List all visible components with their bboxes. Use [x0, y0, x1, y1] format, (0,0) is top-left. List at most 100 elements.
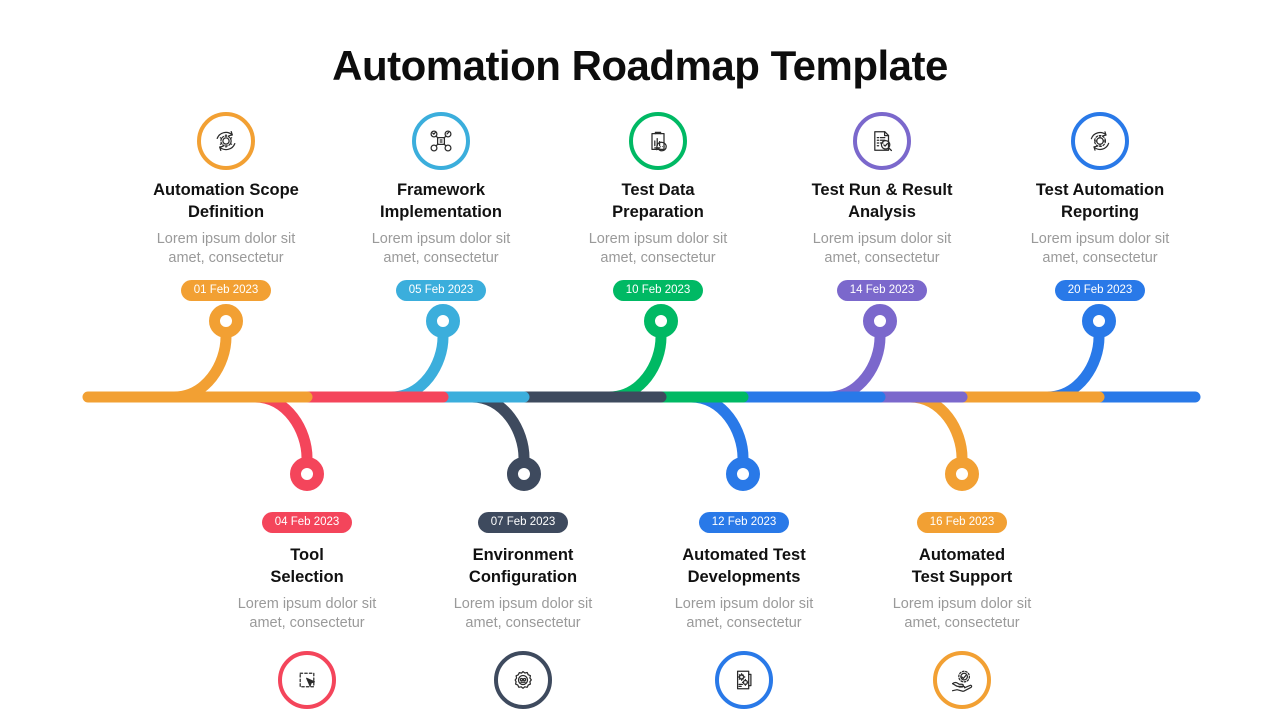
timeline-ring-automation-scope-definition[interactable]	[209, 304, 243, 338]
timeline-segment-test-run-result-analysis	[737, 331, 886, 403]
hand-gear-icon	[947, 665, 977, 695]
timeline-ring-automated-test-developments[interactable]	[726, 457, 760, 491]
milestone-sub-line: amet, consectetur	[465, 615, 581, 632]
milestone-sub-line: amet, consectetur	[904, 615, 1020, 632]
timeline-segment-test-data-preparation	[518, 331, 667, 403]
timeline-ring-test-automation-reporting[interactable]	[1082, 304, 1116, 338]
gear-refresh-icon	[211, 126, 241, 156]
milestone-date-badge[interactable]: 10 Feb 2023	[612, 279, 704, 302]
page-title: Automation Roadmap Template	[332, 42, 948, 89]
timeline-ring-environment-configuration[interactable]	[507, 457, 541, 491]
framework-network-icon	[426, 126, 456, 156]
milestone-sub-line: amet, consectetur	[168, 249, 284, 266]
milestone-heading-line: Test Automation	[1035, 181, 1165, 199]
timeline-ring-test-run-result-analysis[interactable]	[863, 304, 897, 338]
milestone-icon-circle[interactable]	[197, 112, 255, 170]
milestone-heading-line: Implementation	[380, 202, 502, 221]
document-magnifier-icon	[867, 126, 897, 156]
milestone-icon-circle[interactable]	[494, 651, 552, 710]
milestone-date-badge[interactable]: 01 Feb 2023	[180, 279, 272, 302]
milestone-date-badge[interactable]: 16 Feb 2023	[916, 512, 1008, 534]
milestone-icon-circle[interactable]	[853, 112, 911, 170]
milestone-heading-line: Automated	[918, 546, 1006, 565]
clipboard-chart-icon	[643, 126, 673, 156]
milestone-date-row: 07 Feb 2023	[413, 512, 633, 534]
milestone-sub-line: Lorem ipsum dolor sit	[892, 595, 1032, 612]
milestone-sub-line: amet, consectetur	[1042, 249, 1158, 266]
milestone-heading-line: Preparation	[612, 202, 704, 221]
milestone-icon-circle[interactable]	[412, 112, 470, 170]
milestone-sub-line: Lorem ipsum dolor sit	[453, 595, 593, 612]
milestone-sub-line: Lorem ipsum dolor sit	[674, 595, 814, 612]
milestone-date-row: 05 Feb 2023	[331, 279, 551, 302]
timeline-ring-framework-implementation[interactable]	[426, 304, 460, 338]
milestone-description: Lorem ipsum dolor sit amet, consectetur	[413, 595, 633, 633]
milestone-date-row: 20 Feb 2023	[990, 279, 1210, 302]
milestone-sub-line: amet, consectetur	[686, 615, 802, 632]
timeline-ring-automated-test-support[interactable]	[945, 457, 979, 491]
milestone-date-badge[interactable]: 12 Feb 2023	[698, 512, 790, 534]
milestone-icon-circle[interactable]	[278, 651, 336, 710]
timeline-segment-test-automation-reporting	[956, 331, 1105, 403]
timeline-segment-automation-scope-definition	[82, 331, 232, 403]
milestone-heading-line: Environment	[472, 546, 574, 565]
milestone-date-badge[interactable]: 04 Feb 2023	[261, 512, 353, 534]
milestone-heading-line: Test Data	[621, 181, 695, 199]
milestone-date-badge[interactable]: 14 Feb 2023	[836, 279, 928, 302]
milestone-sub-line: Lorem ipsum dolor sit	[588, 230, 728, 247]
milestone-heading-line: Definition	[187, 202, 265, 221]
milestone-sub-line: amet, consectetur	[383, 249, 499, 266]
milestone-icon-circle[interactable]	[933, 651, 991, 710]
gear-target-icon	[1085, 126, 1115, 156]
milestone-icon-circle[interactable]	[1071, 112, 1129, 170]
milestone-icon-circle[interactable]	[715, 651, 773, 710]
milestone-sub-line: Lorem ipsum dolor sit	[237, 595, 377, 612]
milestone-date-row: 12 Feb 2023	[634, 512, 854, 534]
document-gears-icon	[729, 665, 759, 695]
timeline-segment-tool-selection	[220, 391, 313, 464]
milestone-date-row: 14 Feb 2023	[772, 279, 992, 302]
timeline-segment-framework-implementation	[301, 331, 449, 403]
timeline-segment-environment-configuration	[437, 391, 530, 464]
milestone-date-badge[interactable]: 07 Feb 2023	[477, 512, 569, 534]
milestone-heading-line: Configuration	[468, 568, 578, 587]
milestone-description: Lorem ipsum dolor sit amet, consectetur	[634, 595, 854, 633]
select-cursor-icon	[292, 665, 322, 695]
milestone-date-row: 04 Feb 2023	[197, 512, 417, 534]
timeline-segment-automated-test-support	[874, 391, 968, 464]
milestone-sub-line: Lorem ipsum dolor sit	[1030, 230, 1170, 247]
timeline-ring-test-data-preparation[interactable]	[644, 304, 678, 338]
milestone-heading-line: Automated Test	[682, 546, 806, 565]
milestone-date-row: 01 Feb 2023	[116, 279, 336, 302]
milestone-heading-line: Reporting	[1061, 202, 1139, 221]
milestone-heading-line: Test Run & Result	[811, 181, 953, 199]
milestone-date-badge[interactable]: 05 Feb 2023	[395, 279, 487, 302]
milestone-date-row: 16 Feb 2023	[852, 512, 1072, 534]
milestone-date-badge[interactable]: 20 Feb 2023	[1054, 279, 1146, 302]
milestone-sub-line: amet, consectetur	[249, 615, 365, 632]
milestone-description: Lorem ipsum dolor sit amet, consectetur	[990, 230, 1210, 268]
milestone-sub-line: amet, consectetur	[600, 249, 716, 266]
milestone-description: Lorem ipsum dolor sit amet, consectetur	[197, 595, 417, 633]
milestone-icon-circle[interactable]	[629, 112, 687, 170]
milestone-heading-line: Tool	[290, 546, 324, 565]
timeline-ring-tool-selection[interactable]	[290, 457, 324, 491]
milestone-date-row: 10 Feb 2023	[548, 279, 768, 302]
